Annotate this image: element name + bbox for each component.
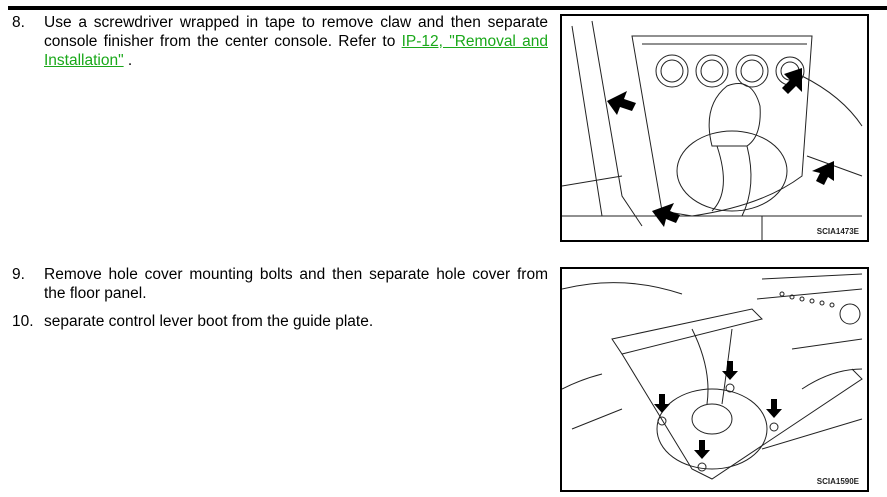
removal-installation-link[interactable]: IP-12, "Removal and Installation" [44, 33, 548, 69]
step-text: Remove hole cover mounting bolts and the… [44, 266, 548, 302]
figure-code: SCIA1473E [816, 227, 859, 236]
step-number: 9. [12, 266, 25, 283]
console-finisher-illustration: SCIA1473E [560, 14, 869, 242]
figure-code: SCIA1590E [816, 477, 859, 486]
step-8: 8. Use a screwdriver wrapped in tape to … [12, 13, 548, 70]
step-10: 10. separate control lever boot from the… [12, 312, 548, 331]
step-number: 10. [12, 313, 34, 330]
header-rule [8, 6, 887, 10]
step-9: 9. Remove hole cover mounting bolts and … [12, 265, 548, 303]
step-number: 8. [12, 14, 25, 31]
step-text-end: . [123, 52, 133, 69]
hole-cover-illustration: SCIA1590E [560, 267, 869, 492]
step-text: Use a screwdriver wrapped in tape to rem… [44, 14, 548, 50]
step-text: separate control lever boot from the gui… [44, 313, 374, 330]
